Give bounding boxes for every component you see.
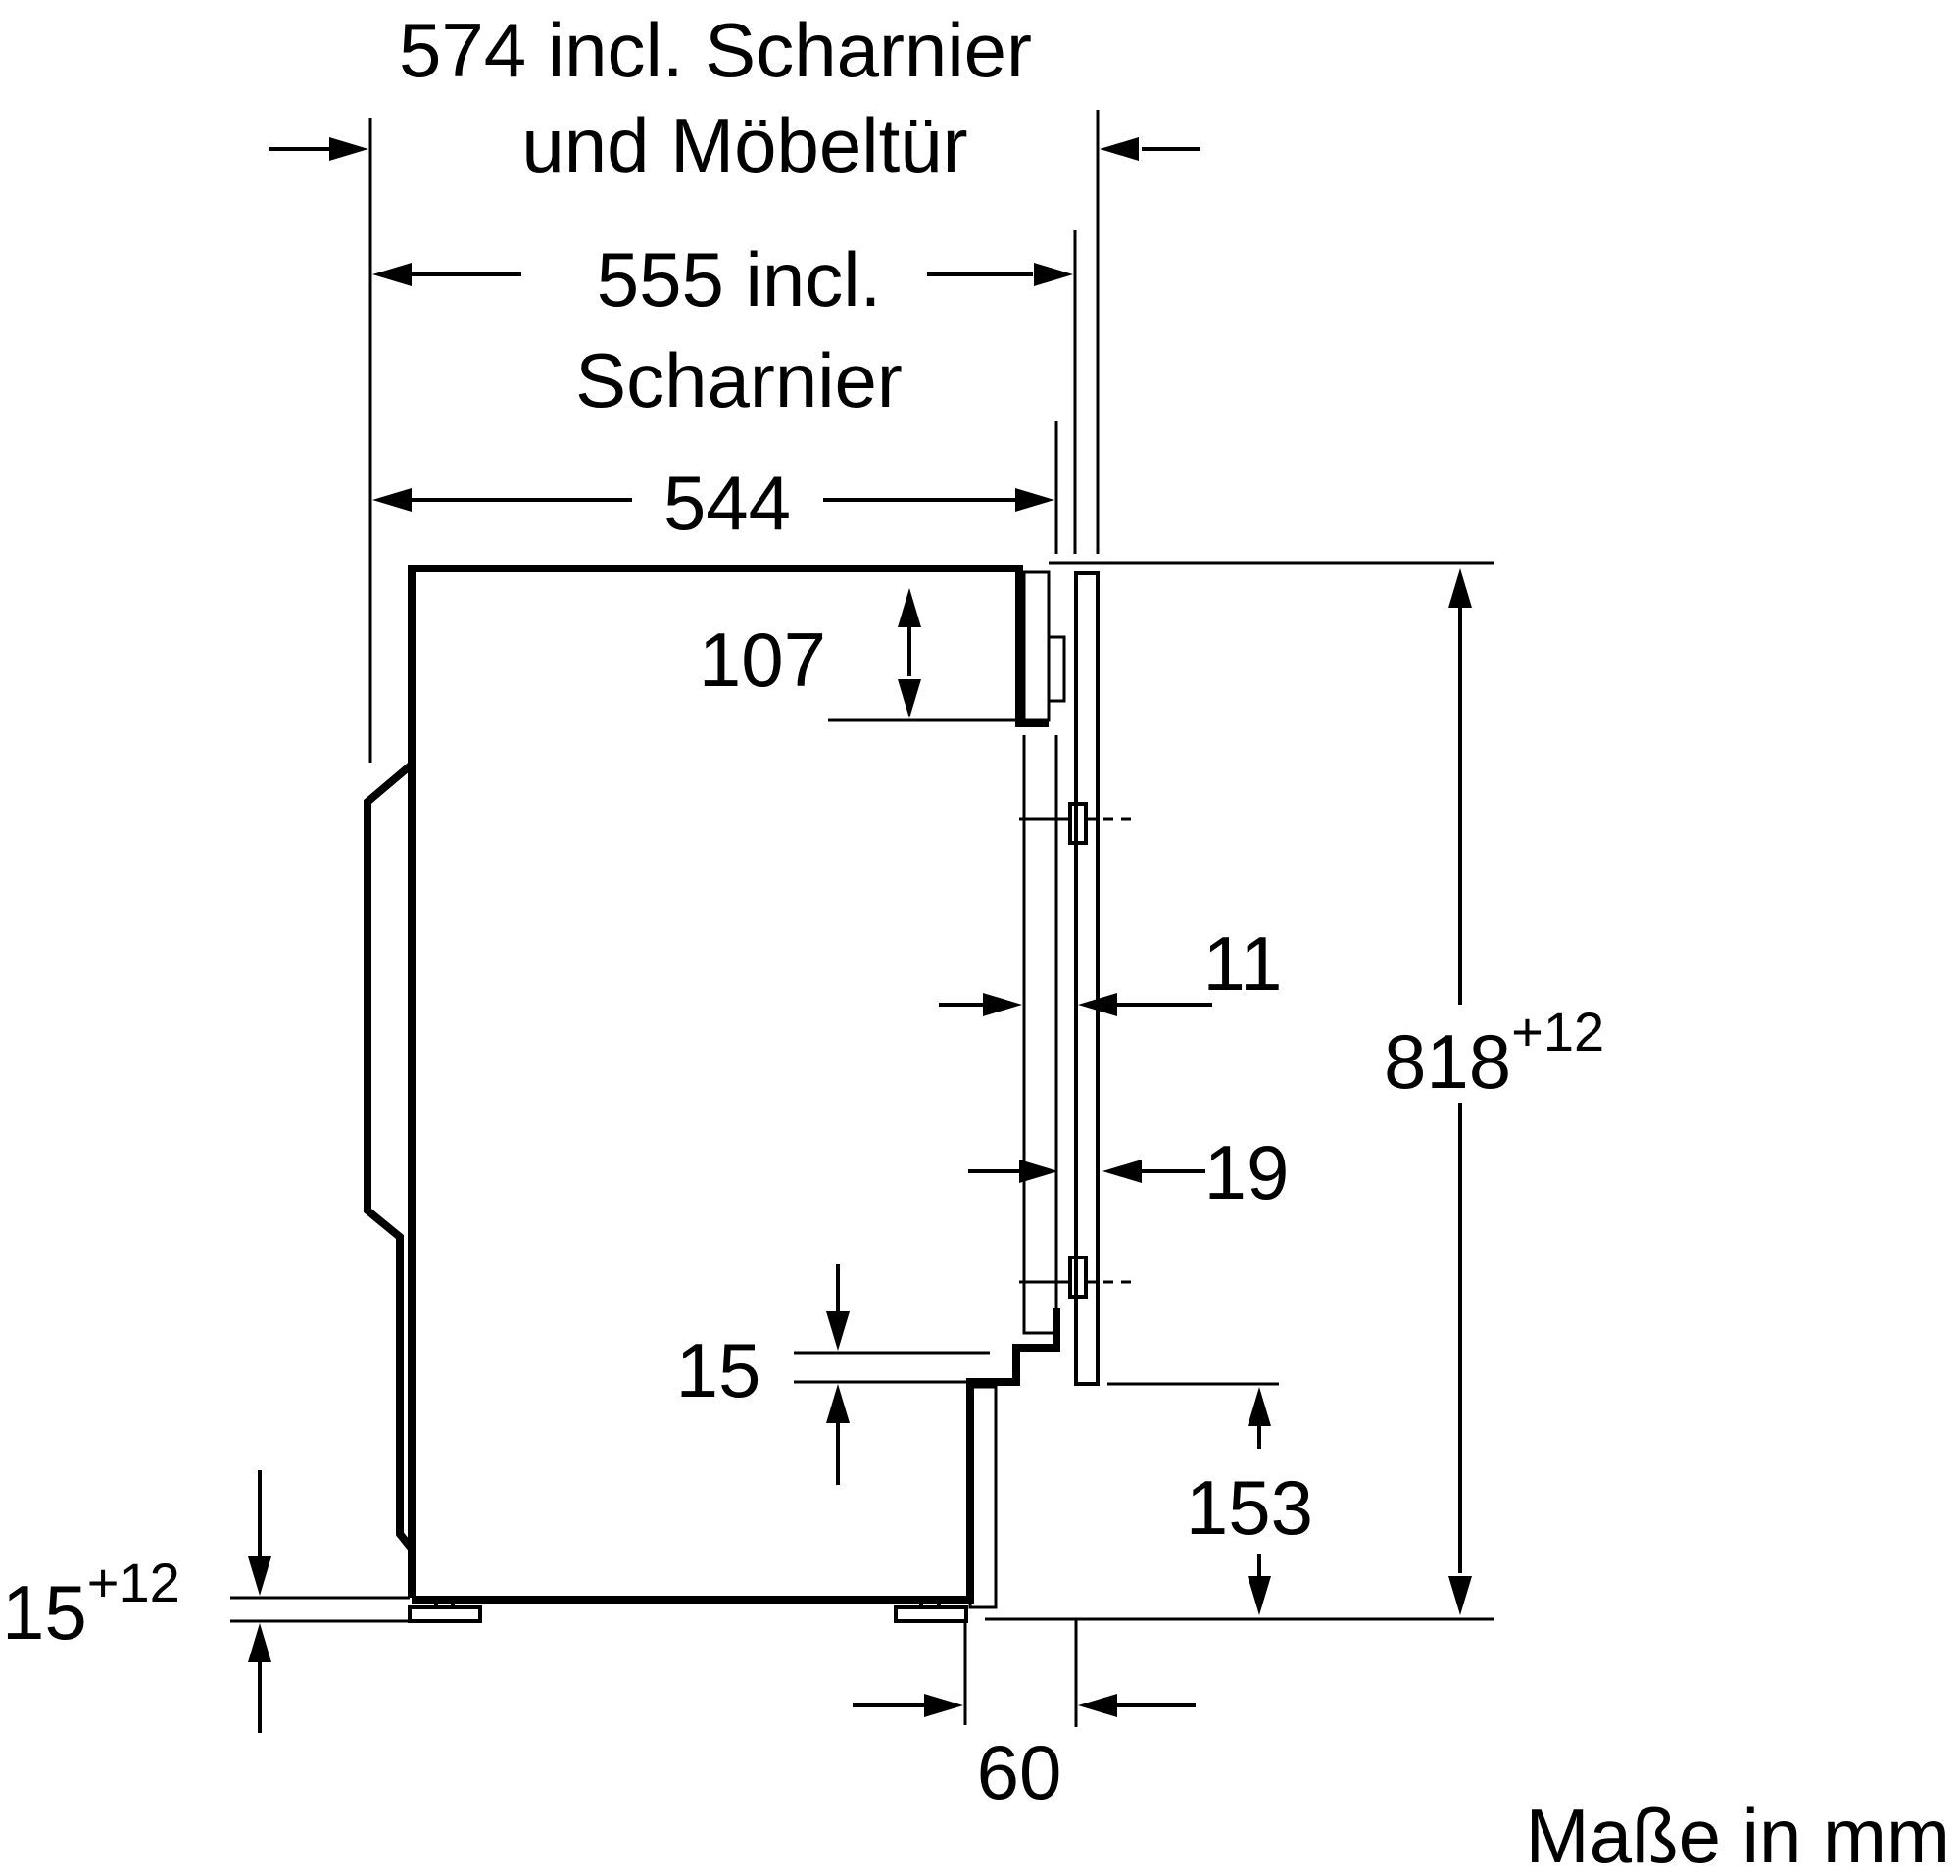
dim-15-label: 15 (676, 1327, 761, 1413)
dim-15: 15 (676, 1264, 850, 1485)
dim-574-label-2: und Möbeltür (521, 102, 967, 188)
dim-19-label: 19 (1204, 1129, 1290, 1215)
dim-11-label: 11 (1203, 920, 1283, 1007)
appliance-feet (408, 1600, 968, 1623)
dim-544-label: 544 (663, 460, 791, 546)
dim-153-label: 153 (1186, 1464, 1313, 1551)
dim-555-label-2: Scharnier (575, 337, 903, 423)
dim-15-feet-label: 15+12 (2, 1552, 180, 1655)
dim-19: 19 (968, 1129, 1289, 1215)
dim-818: 818+12 (1372, 568, 1646, 1615)
dim-555: 555 incl. Scharnier (372, 236, 1073, 423)
dim-60-label: 60 (977, 1729, 1062, 1815)
dim-15-feet: 15+12 (2, 1470, 271, 1733)
dim-818-label: 818+12 (1384, 1001, 1604, 1105)
dim-153: 153 (1186, 1387, 1313, 1615)
dim-555-label: 555 incl. (597, 236, 882, 322)
dim-107: 107 (699, 588, 921, 718)
dim-574: 574 incl. Scharnier und Möbeltür (270, 7, 1200, 188)
furniture-door (1019, 571, 1132, 1386)
units-note: Maße in mm (1526, 1793, 1950, 1876)
appliance-outline (364, 565, 1066, 1609)
dim-544: 544 (372, 460, 1054, 546)
dim-574-label: 574 incl. Scharnier (399, 7, 1032, 93)
dim-11: 11 (939, 920, 1282, 1016)
dim-60: 60 (853, 1694, 1196, 1815)
dim-107-label: 107 (699, 617, 826, 703)
extension-lines (230, 110, 1494, 1727)
